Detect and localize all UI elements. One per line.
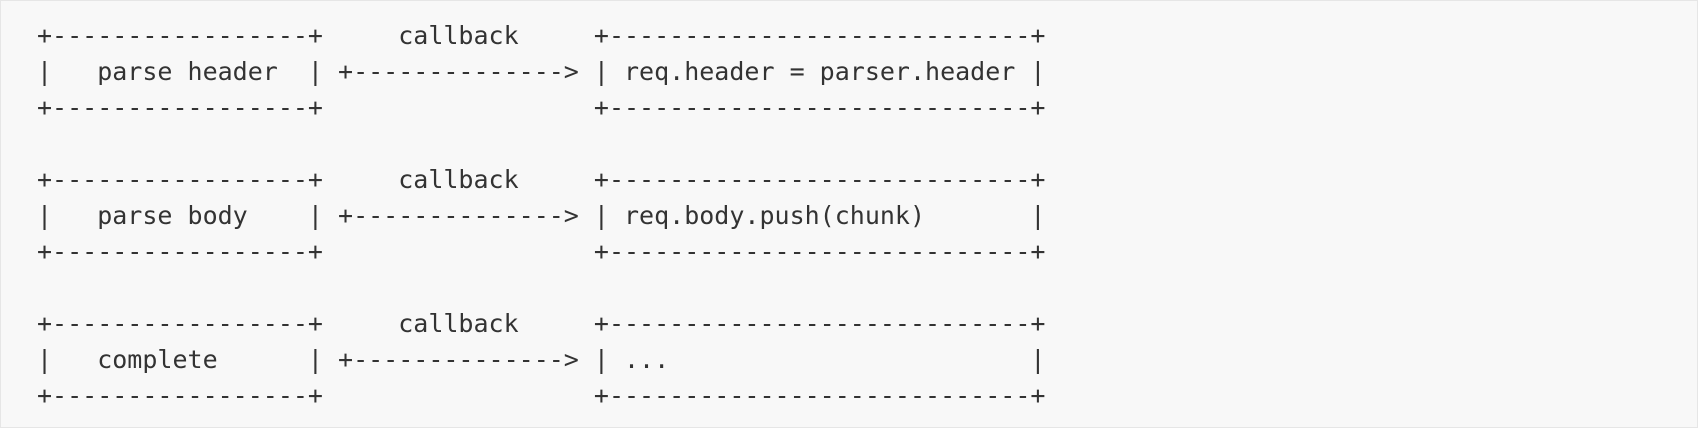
diagram-line-8 [37, 270, 1045, 306]
diagram-line-2: | parse header | +--------------> | req.… [37, 57, 1046, 86]
diagram-line-9: +-----------------+ callback +----------… [37, 309, 1046, 338]
diagram-line-5: +-----------------+ callback +----------… [37, 165, 1046, 194]
diagram-line-4 [37, 126, 1045, 162]
ascii-diagram: +-----------------+ callback +----------… [37, 18, 1045, 414]
diagram-line-6: | parse body | +--------------> | req.bo… [37, 201, 1046, 230]
diagram-line-10: | complete | +--------------> | ... | [37, 345, 1046, 374]
diagram-line-7: +-----------------+ +-------------------… [37, 237, 1046, 266]
diagram-line-1: +-----------------+ callback +----------… [37, 21, 1046, 50]
diagram-line-11: +-----------------+ +-------------------… [37, 381, 1046, 410]
diagram-line-3: +-----------------+ +-------------------… [37, 93, 1046, 122]
